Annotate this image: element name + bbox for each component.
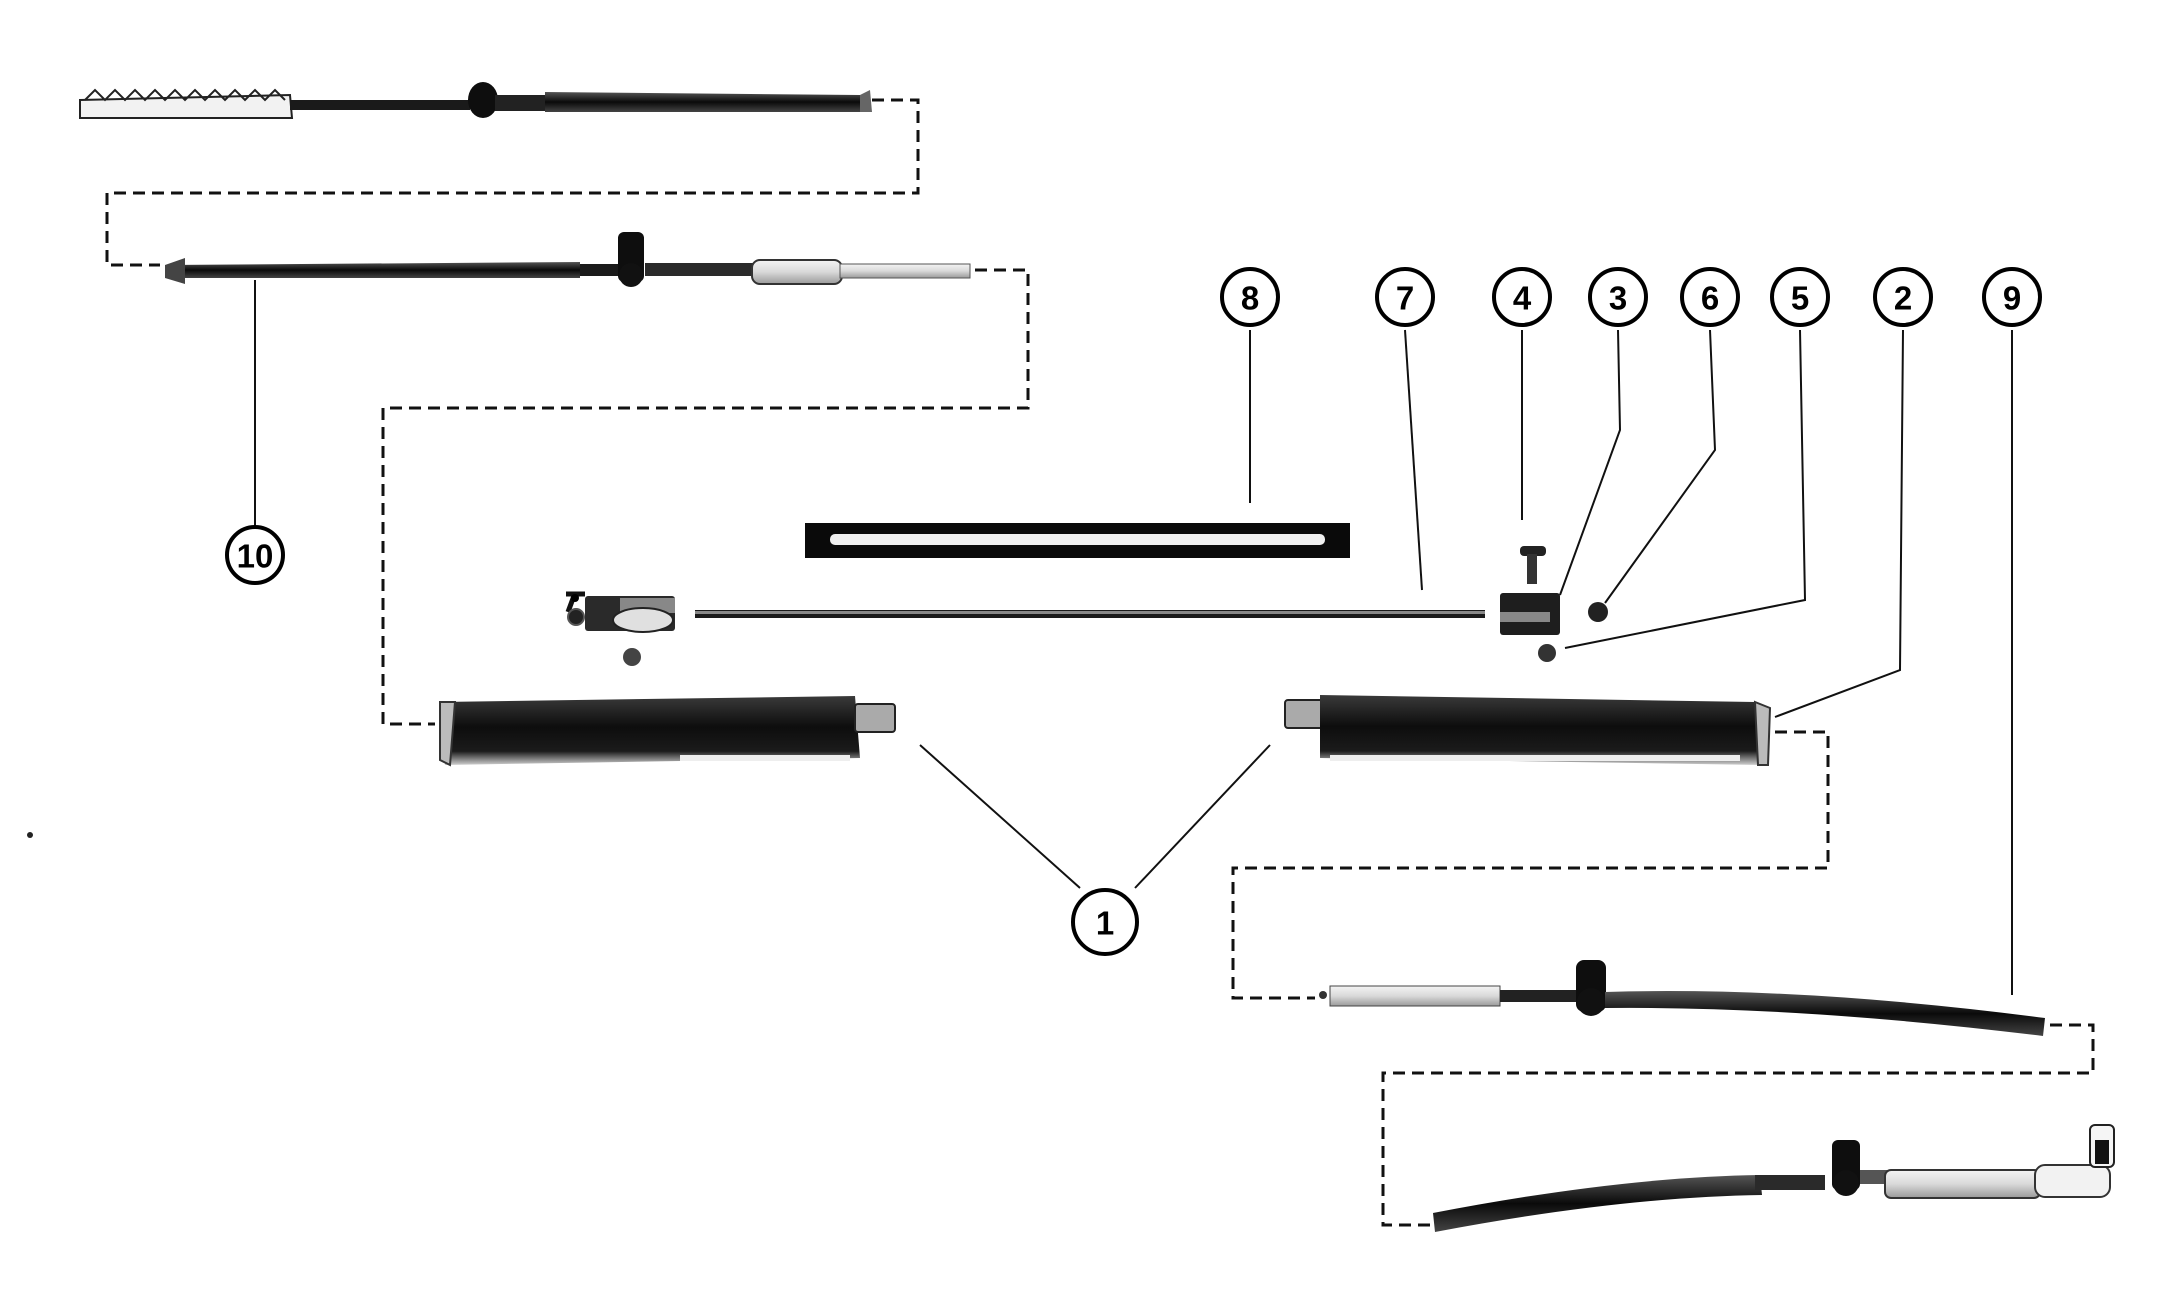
callout-7: 7 [1375, 267, 1435, 327]
svg-text:9: 9 [2003, 280, 2021, 317]
callout-10: 10 [225, 525, 285, 585]
clamp-3 [1500, 593, 1560, 635]
svg-text:4: 4 [1513, 280, 1532, 317]
cable-lower-segment [165, 232, 971, 287]
callout-8: 8 [1220, 267, 1280, 327]
cable-assembly-9 [1231, 330, 2115, 1232]
svg-text:7: 7 [1396, 280, 1414, 317]
svg-text:2: 2 [1894, 280, 1912, 317]
callout-2: 2 [1873, 267, 1933, 327]
callout-4: 4 [1492, 267, 1552, 327]
cable-upper-segment [79, 82, 872, 119]
tube-1-right [1284, 695, 1772, 766]
svg-text:10: 10 [237, 538, 274, 575]
callout-6: 6 [1680, 267, 1740, 327]
callout-5: 5 [1770, 267, 1830, 327]
sleeve-8 [805, 523, 1350, 558]
svg-text:6: 6 [1701, 280, 1719, 317]
svg-text:5: 5 [1791, 280, 1809, 317]
svg-text:3: 3 [1609, 280, 1627, 317]
callout-1: 1 [1071, 888, 1139, 956]
nut-6 [1588, 602, 1608, 622]
cable-9-lower-segment [1433, 1124, 2115, 1232]
callout-3: 3 [1588, 267, 1648, 327]
rod-7 [695, 610, 1485, 618]
svg-text:1: 1 [1096, 905, 1114, 942]
washer-5 [1538, 644, 1556, 662]
cable-9-upper-segment [1319, 960, 2045, 1036]
callout-9: 9 [1982, 267, 2042, 327]
screw-4 [1520, 546, 1546, 584]
right-end-fittings [1500, 546, 1608, 662]
tube-1-left [439, 696, 896, 767]
svg-text:8: 8 [1241, 280, 1259, 317]
left-end-fittings [565, 591, 675, 666]
cable-assembly-10 [79, 82, 1030, 726]
scan-speck [27, 832, 33, 838]
